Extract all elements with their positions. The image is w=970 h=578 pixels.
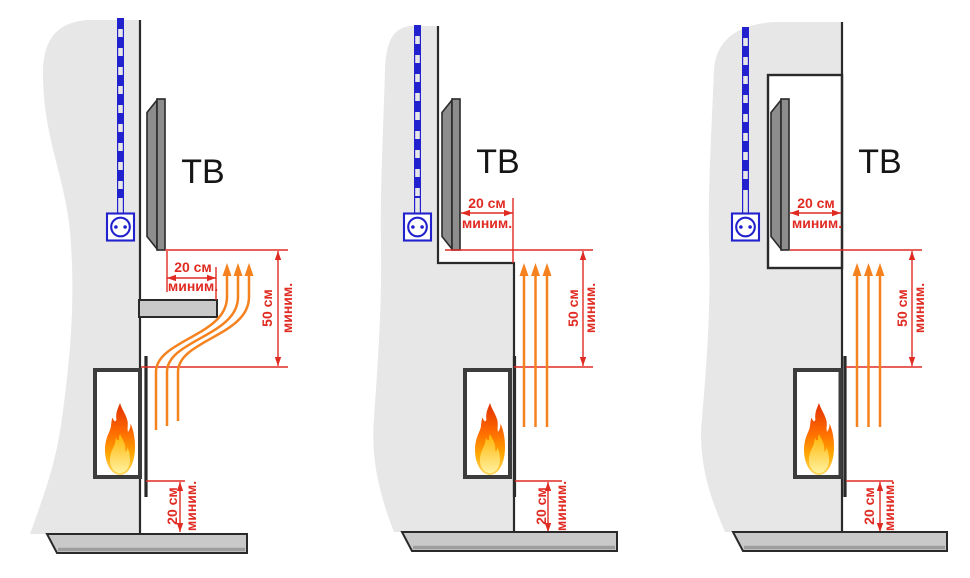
top-clearance-value: 20 см — [468, 195, 506, 211]
heat-flow-arrows — [518, 261, 553, 429]
floor-clearance-value: 20 см — [861, 487, 877, 525]
floor-clearance-qualifier: миним. — [881, 481, 897, 531]
top-clearance-qualifier: миним. — [168, 278, 218, 294]
side-clearance-qualifier: миним. — [582, 283, 598, 333]
side-clearance-value: 50 см — [259, 289, 275, 327]
fireplace — [463, 356, 517, 497]
floor-slab — [45, 533, 248, 554]
side-clearance-qualifier: миним. — [911, 283, 927, 333]
power-outlet-icon — [402, 212, 433, 242]
tv-side-view — [441, 98, 461, 251]
fireplace — [93, 356, 148, 497]
floor-clearance-qualifier: миним. — [553, 481, 569, 531]
heat-flow-arrows — [154, 263, 254, 430]
power-cable — [741, 27, 750, 214]
power-cable — [116, 18, 125, 214]
tv-label: ТВ — [858, 143, 901, 181]
panel-2-ledge: ТВ 20 см миним. 50 см миним. 20 см — [373, 25, 618, 552]
panel-3-niche: ТВ 20 см миним. 50 см миним. 20 см миним… — [701, 22, 948, 552]
side-clearance-qualifier: миним. — [279, 283, 295, 333]
side-clearance-value: 50 см — [565, 289, 581, 327]
dimensions-red: 20 см миним. 50 см миним. 20 см миним. — [445, 195, 598, 532]
tv-side-view — [146, 98, 166, 251]
dimensions-red: 20 см миним. 50 см миним. 20 см миним. — [790, 195, 927, 532]
top-clearance-qualifier: миним. — [462, 215, 512, 231]
floor-clearance-qualifier: миним. — [183, 481, 199, 531]
dimensions-red: 20 см миним. 50 см миним. 20 см миним. — [141, 249, 295, 532]
top-clearance-qualifier: миним. — [792, 215, 842, 231]
tv-side-view — [770, 98, 790, 251]
top-clearance-value: 20 см — [174, 259, 212, 275]
floor-slab — [400, 531, 618, 552]
power-outlet-icon — [105, 212, 136, 242]
floor-clearance-value: 20 см — [533, 487, 549, 525]
side-clearance-value: 50 см — [894, 289, 910, 327]
panel-1-mantel: ТВ 20 см миним. 50 см миним. — [30, 18, 295, 554]
tv-label: ТВ — [476, 143, 519, 181]
heat-flow-arrows — [851, 261, 886, 429]
top-clearance-value: 20 см — [797, 195, 835, 211]
floor-slab — [731, 531, 948, 552]
fireplace — [793, 356, 847, 497]
floor-clearance-value: 20 см — [164, 487, 180, 525]
mantel-shelf — [138, 299, 218, 318]
power-outlet-icon — [730, 212, 761, 242]
tv-label: ТВ — [181, 153, 224, 191]
power-cable — [414, 25, 421, 214]
